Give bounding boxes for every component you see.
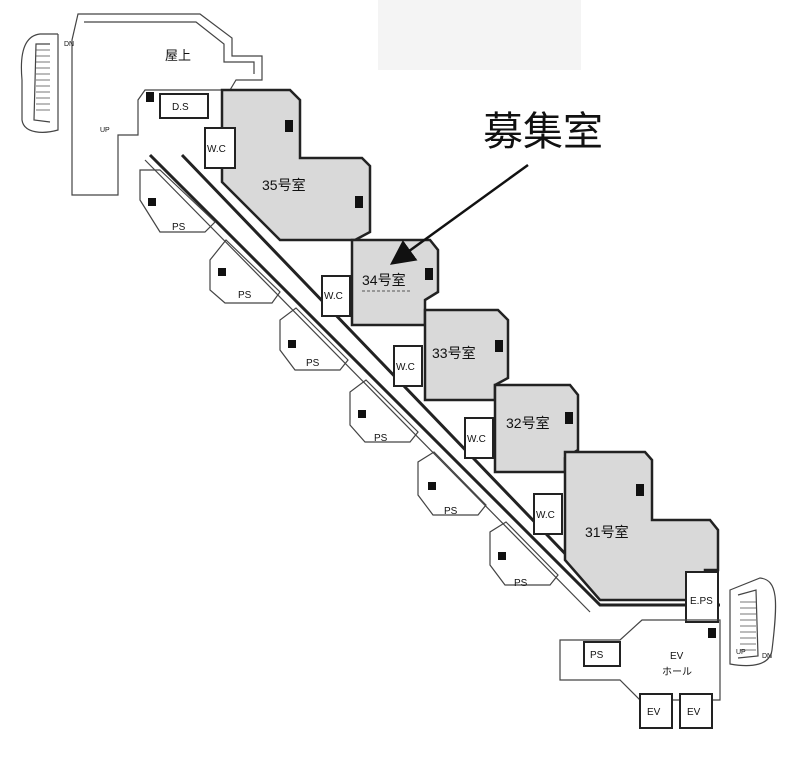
wc-label-34: W.C — [324, 291, 343, 302]
ev-label-2: EV — [687, 707, 701, 718]
elevator-1: EV — [639, 693, 673, 729]
stair-down-label-bottom: DN — [762, 653, 772, 660]
elevator-2: EV — [679, 693, 713, 729]
unit-label-35: 35号室 — [262, 177, 306, 193]
vacancy-note: 募集室 — [483, 110, 603, 154]
wc-label-35: W.C — [207, 144, 226, 155]
unit-35: 35号室 — [220, 88, 372, 242]
wc-label-31: W.C — [536, 510, 555, 521]
wc-35: W.C — [204, 127, 236, 169]
ps-label-6: PS — [514, 578, 528, 589]
ps-5: PS — [417, 451, 487, 517]
ds-room: D.S — [159, 93, 209, 119]
bottom-stair: UP DN — [729, 577, 777, 667]
ds-label: D.S — [172, 102, 189, 113]
ps-label-7: PS — [590, 650, 604, 661]
stair-up-label-bottom: UP — [736, 649, 746, 656]
ps-2: PS — [209, 239, 281, 304]
unit-label-33: 33号室 — [432, 345, 476, 361]
wc-32: W.C — [464, 417, 494, 459]
ps-1: PS — [139, 169, 216, 233]
unit-31: 31号室 — [563, 450, 720, 602]
stair-down-label-top: DN — [64, 41, 74, 48]
ps-6: PS — [489, 521, 559, 589]
ps-label-1: PS — [172, 222, 186, 233]
ev-label-1: EV — [647, 707, 661, 718]
unit-label-31: 31号室 — [585, 524, 629, 540]
unit-label-34: 34号室 — [362, 272, 406, 288]
columns — [146, 92, 716, 638]
stair-up-label-top: UP — [100, 127, 110, 134]
ps-label-2: PS — [238, 290, 252, 301]
corridor — [144, 153, 720, 613]
wc-33: W.C — [393, 345, 423, 387]
rooftop-area: 屋上 — [71, 13, 263, 196]
ps-label-4: PS — [374, 433, 388, 444]
vacancy-arrow — [389, 163, 529, 265]
eps-label: E.PS — [690, 596, 713, 607]
unit-label-32: 32号室 — [506, 415, 550, 431]
header-patch — [378, 0, 581, 70]
eps-room: E.PS — [685, 571, 719, 623]
ps-4: PS — [349, 379, 419, 444]
wc-label-32: W.C — [467, 434, 486, 445]
rooftop-label: 屋上 — [165, 48, 191, 63]
ps-label-5: PS — [444, 506, 458, 517]
wc-31: W.C — [533, 493, 563, 535]
unit-33: 33号室 — [423, 308, 510, 402]
wc-label-33: W.C — [396, 362, 415, 373]
ps-3: PS — [279, 307, 349, 371]
wc-34: W.C — [321, 275, 351, 317]
top-stair: DN UP — [20, 33, 110, 134]
ps-label-3: PS — [306, 358, 320, 369]
ps-7: PS — [583, 641, 621, 667]
